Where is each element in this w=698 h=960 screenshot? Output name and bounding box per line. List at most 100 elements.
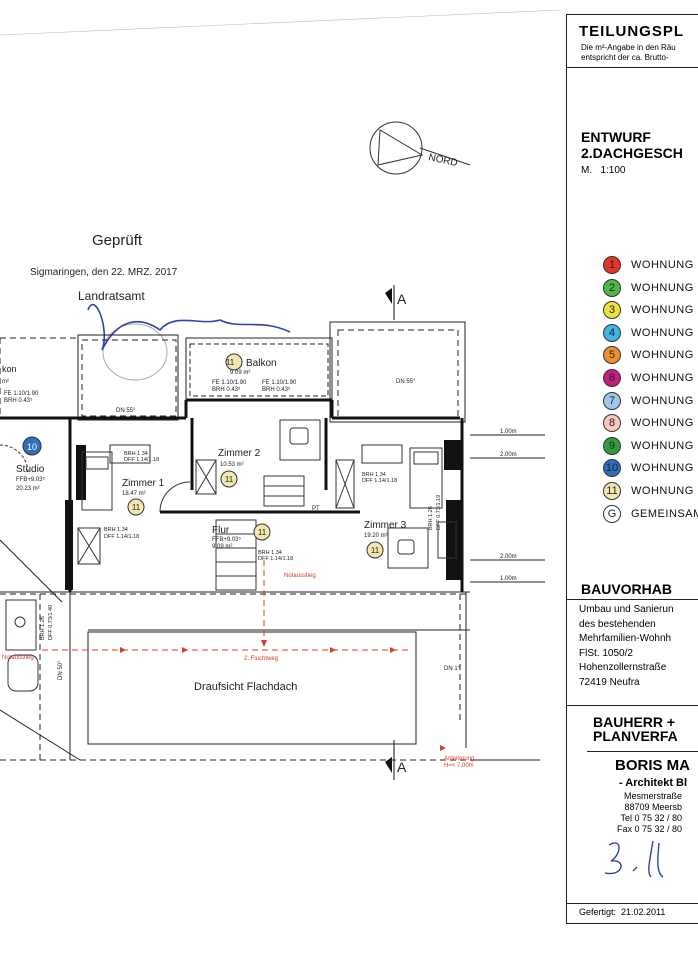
bauvorhaben-line: des bestehenden bbox=[579, 618, 656, 630]
address-line: Fax 0 75 32 / 80 bbox=[617, 824, 683, 834]
balkon-mid-area: 9.09 m² bbox=[230, 370, 250, 376]
north-arrow-icon bbox=[369, 121, 471, 175]
zimmer3-area: 19.20 m² bbox=[364, 533, 388, 539]
legend-color-dot: 10 bbox=[603, 459, 621, 478]
subtitle-line1: Die m²-Angabe in den Räu bbox=[581, 43, 676, 52]
zimmer1-num: 11 bbox=[132, 503, 141, 512]
scale-label: M. 1:100 bbox=[581, 165, 626, 176]
legend-label: WOHNUNG bbox=[631, 394, 694, 407]
legend-item: 7 WOHNUNG bbox=[603, 391, 698, 411]
legend-color-dot: 3 bbox=[603, 301, 621, 320]
title-header: TEILUNGSPL Die m²-Angabe in den Räu ents… bbox=[567, 15, 698, 68]
fluchtweg-label: 2. Fluchtweg bbox=[244, 656, 278, 662]
balkon-mid-fe2: FE 1.10/1.90 bbox=[262, 380, 297, 386]
legend-label: WOHNUNG bbox=[631, 259, 694, 271]
dn-left: DN 55° bbox=[116, 408, 136, 414]
legend-common-dot: G bbox=[603, 504, 621, 523]
legend-color-dot: 2 bbox=[603, 278, 621, 297]
balkon-mid-num: 11 bbox=[226, 358, 235, 367]
studio-ffb: FFB+9.03⁵ bbox=[16, 476, 46, 483]
legend-label: WOHNUNG bbox=[631, 281, 694, 294]
studio-area: 20.23 m² bbox=[16, 486, 40, 492]
flur-label: Flur bbox=[212, 525, 230, 536]
address-line: 88709 Meersb bbox=[624, 802, 683, 812]
legend-color-dot: 11 bbox=[603, 482, 621, 500]
brh-side: BRH 1.26 bbox=[428, 506, 434, 530]
bauherr-line1: BAUHERR + bbox=[593, 714, 676, 730]
balkon-mid-fe1: FE 1.10/1.90 bbox=[212, 380, 247, 386]
bauvorhaben-line: Mehrfamilien-Wohnh bbox=[579, 633, 672, 644]
legend-item: 8 WOHNUNG bbox=[603, 413, 698, 433]
stamp-place-date: Sigmaringen, den 22. MRZ. 2017 bbox=[30, 267, 178, 278]
zimmer1-dff: DFF 1.14/1.18 bbox=[124, 457, 159, 463]
legend-item: 6 WOHNUNG bbox=[603, 368, 698, 388]
legend-label: WOHNUNG bbox=[631, 439, 694, 452]
brh-side2: BRH 1.26 bbox=[40, 616, 46, 640]
title-block: TEILUNGSPL Die m²-Angabe in den Räu ents… bbox=[566, 14, 698, 924]
legend-label: WOHNUNG bbox=[631, 372, 694, 384]
pt-label: PT bbox=[312, 506, 320, 512]
stamp-seal bbox=[102, 323, 168, 381]
flur-area: 9.09 m² bbox=[212, 544, 232, 550]
legend-color-dot: 7 bbox=[603, 391, 621, 410]
dim-100b: 1.00m bbox=[500, 576, 517, 582]
zimmer1-brh2: BRH 1.34 bbox=[104, 527, 128, 533]
legend-color-dot: 9 bbox=[603, 436, 621, 455]
flur-dff: DFF 1.14/1.18 bbox=[258, 556, 293, 562]
legend-item: 10 WOHNUNG bbox=[603, 458, 698, 478]
balkon-left-brh: BRH 0.43⁵ bbox=[4, 397, 33, 404]
flur-brh: BRH 1.34 bbox=[258, 550, 282, 556]
zimmer3-brh: BRH 1.34 bbox=[362, 472, 386, 478]
legend-label: WOHNUNG bbox=[631, 462, 694, 475]
zimmer3-num: 11 bbox=[371, 546, 380, 555]
balkon-left-fe: FE 1.10/1.90 bbox=[4, 391, 39, 397]
notausstieg-lower: Notausstieg bbox=[2, 655, 34, 661]
anleiterung-line1: Anleiterung bbox=[444, 756, 474, 762]
zimmer2-num: 11 bbox=[225, 475, 234, 484]
legend-color-dot: 6 bbox=[603, 369, 621, 387]
legend-label: WOHNUNG bbox=[631, 417, 694, 430]
legend-label: WOHNUNG bbox=[631, 326, 694, 339]
firm-name: BORIS MA bbox=[615, 757, 690, 774]
legend-item: 2 WOHNUNG bbox=[603, 278, 698, 298]
balkon-mid-brh2: BRH 0.43⁵ bbox=[262, 386, 291, 393]
zimmer2-area: 10.53 m² bbox=[220, 462, 244, 468]
flur-num: 11 bbox=[258, 528, 267, 537]
legend-label: WOHNUNG bbox=[631, 349, 694, 362]
legend-item: 9 WOHNUNG bbox=[603, 436, 698, 456]
zimmer3-dff: DFF 1.14/1.18 bbox=[362, 478, 397, 484]
signature bbox=[87, 303, 291, 351]
balkon-left-label: kon bbox=[2, 364, 17, 374]
balkon-left-area: m² bbox=[2, 379, 9, 385]
zimmer1-dff2: DFF 1.14/1.18 bbox=[104, 534, 139, 540]
zimmer1-brh: BRH 1.34 bbox=[124, 451, 148, 457]
dff-side: DFF 0.73/1.19 bbox=[436, 495, 442, 530]
studio-label: Studio bbox=[16, 464, 45, 475]
legend-color-dot: 8 bbox=[603, 414, 621, 433]
subtitle-line2: entspricht der ca. Brutto- bbox=[581, 53, 669, 62]
balkon-mid-label: Balkon bbox=[246, 358, 277, 369]
floor-label: 2.DACHGESCH bbox=[581, 145, 683, 161]
bauherr-line2: PLANVERFA bbox=[593, 728, 678, 744]
bauvorhaben-line: 72419 Neufra bbox=[579, 676, 640, 688]
bauvorhaben-label: BAUVORHAB bbox=[581, 581, 672, 597]
dim-200a: 2.00m bbox=[500, 452, 517, 458]
bauvorhaben-line: Umbau und Sanierun bbox=[579, 604, 674, 615]
dn-50b: DN 1° bbox=[444, 666, 461, 672]
anleiterung-line2: H=< 7.00m bbox=[444, 763, 474, 769]
dff-side2: DFF 0.73/1.40 bbox=[48, 605, 54, 640]
dn-right: DN 55° bbox=[396, 379, 416, 385]
north-label: NORD bbox=[427, 152, 458, 169]
address-line: Mesmerstraße bbox=[624, 791, 683, 801]
bauvorhaben-line: FlSt. 1050/2 bbox=[579, 647, 633, 659]
zimmer1-area: 18.47 m² bbox=[122, 491, 146, 497]
entwurf-label: ENTWURF bbox=[581, 129, 651, 145]
draufsicht-label: Draufsicht Flachdach bbox=[194, 681, 297, 693]
